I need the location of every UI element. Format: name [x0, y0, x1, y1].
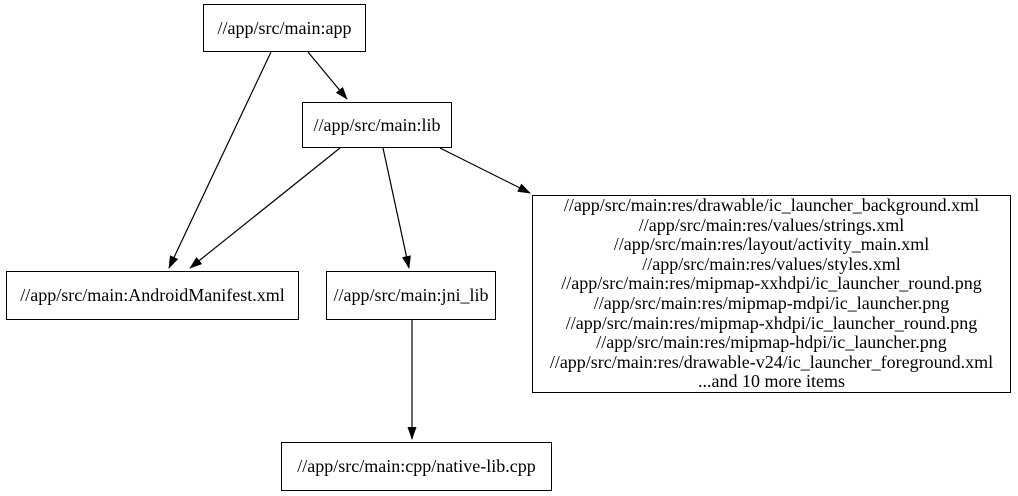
graph-node-android-manifest: //app/src/main:AndroidManifest.xml: [6, 271, 299, 320]
graph-node-app: //app/src/main:app: [203, 4, 366, 52]
edge-lib-to-android-manifest: [189, 147, 341, 269]
graph-node-jni-lib-label: //app/src/main:jni_lib: [333, 285, 489, 305]
graph-node-resources: //app/src/main:res/drawable/ic_launcher_…: [532, 195, 1011, 393]
resources-line: //app/src/main:res/layout/activity_main.…: [613, 234, 930, 255]
resources-line: //app/src/main:res/drawable-v24/ic_launc…: [549, 351, 994, 372]
resources-line: //app/src/main:res/mipmap-mdpi/ic_launch…: [593, 293, 950, 313]
resources-line: //app/src/main:res/mipmap-xxhdpi/ic_laun…: [561, 273, 982, 294]
resources-line: //app/src/main:res/values/strings.xml: [638, 214, 905, 235]
resources-line: //app/src/main:res/mipmap-hdpi/ic_launch…: [596, 332, 947, 353]
edge-lib-to-jni-lib: [382, 147, 411, 269]
resources-line: //app/src/main:res/drawable/ic_launcher_…: [563, 195, 980, 216]
resources-line: //app/src/main:res/values/styles.xml: [642, 253, 901, 274]
resources-more-items: ...and 10 more items: [698, 371, 845, 392]
graph-node-lib-label: //app/src/main:lib: [313, 114, 441, 135]
resources-line: //app/src/main:res/mipmap-xhdpi/ic_launc…: [565, 312, 978, 333]
edge-lib-to-resources: [439, 147, 531, 194]
graph-node-native-lib: //app/src/main:cpp/native-lib.cpp: [281, 442, 552, 491]
graph-node-native-lib-label: //app/src/main:cpp/native-lib.cpp: [297, 456, 536, 476]
edge-app-to-lib: [307, 51, 348, 100]
graph-node-jni-lib: //app/src/main:jni_lib: [326, 271, 496, 320]
edge-app-to-android-manifest: [168, 51, 272, 269]
graph-node-android-manifest-label: //app/src/main:AndroidManifest.xml: [20, 285, 285, 305]
graph-node-app-label: //app/src/main:app: [217, 17, 352, 38]
graph-node-lib: //app/src/main:lib: [302, 102, 452, 148]
